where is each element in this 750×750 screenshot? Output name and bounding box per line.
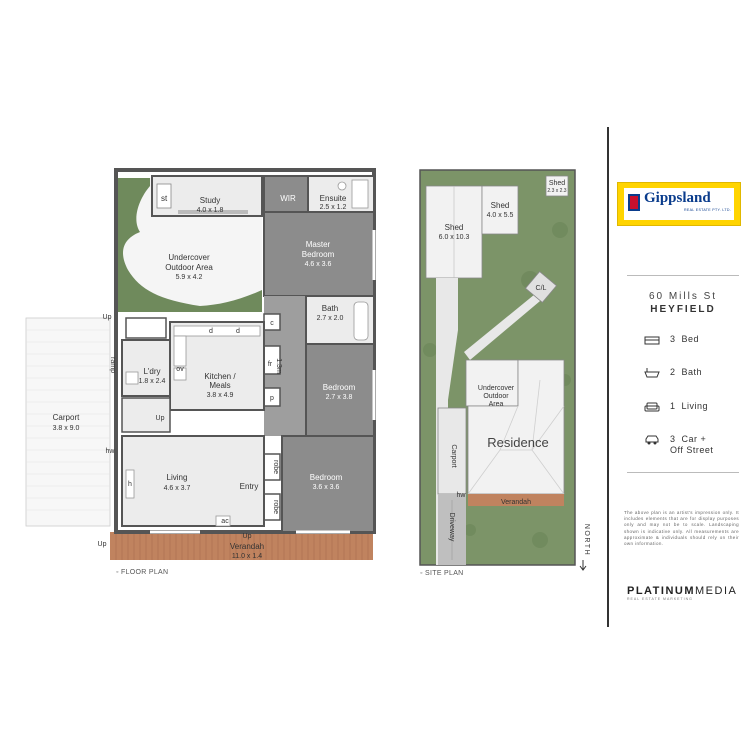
label-kitchen-2: Meals bbox=[209, 381, 230, 390]
label-undercover-2: Outdoor Area bbox=[165, 263, 213, 272]
label-entry: Entry bbox=[240, 482, 259, 491]
site-clothesline: C/L bbox=[536, 285, 547, 292]
site-undercover bbox=[465, 359, 519, 407]
label-carport-dims: 3.8 x 9.0 bbox=[53, 425, 80, 432]
label-ensuite-dims: 2.5 x 1.2 bbox=[320, 204, 347, 211]
sofa-icon bbox=[644, 402, 660, 412]
label-d1: d bbox=[209, 328, 213, 335]
site-undercover-1: Undercover bbox=[478, 385, 515, 392]
rule-top bbox=[627, 275, 739, 276]
label-study: Study bbox=[200, 196, 220, 205]
label-bedroom-3-dims: 3.6 x 3.6 bbox=[313, 484, 340, 491]
site-verandah bbox=[468, 494, 564, 506]
label-living-dims: 4.6 x 3.7 bbox=[164, 485, 191, 492]
label-verandah-dims: 11.0 x 1.4 bbox=[232, 553, 262, 560]
gippsland-sub: REAL ESTATE PTY. LTD. bbox=[684, 208, 732, 212]
label-study-st: st bbox=[161, 194, 168, 203]
site-verandah-label: Verandah bbox=[501, 499, 531, 506]
site-shed-b-dims: 4.0 x 5.5 bbox=[487, 212, 514, 219]
site-shed-small-name: Shed bbox=[549, 180, 565, 187]
platinum-media-logo: PLATINUMMEDIA bbox=[627, 585, 738, 597]
label-master-2: Bedroom bbox=[302, 250, 335, 259]
label-up-stair: Up bbox=[156, 415, 165, 422]
disclaimer: The above plan is an artist's impression… bbox=[624, 510, 739, 547]
label-up-entry: Up bbox=[243, 533, 252, 540]
north-label: NORTH bbox=[583, 524, 590, 556]
site-hw-label: hw bbox=[457, 492, 467, 499]
site-shed-b-name: Shed bbox=[491, 201, 510, 210]
site-shed-b bbox=[481, 185, 519, 235]
label-ensuite: Ensuite bbox=[320, 194, 347, 203]
label-p: p bbox=[270, 395, 274, 402]
panel-divider bbox=[607, 127, 609, 627]
label-robe-2: robe bbox=[272, 500, 279, 514]
label-hw: hw bbox=[106, 448, 116, 455]
label-living: Living bbox=[167, 473, 188, 482]
car-icon bbox=[645, 435, 659, 445]
bedroom-2 bbox=[305, 343, 375, 437]
site-shed-a-dims: 6.0 x 10.3 bbox=[439, 234, 470, 241]
wir bbox=[263, 175, 309, 213]
site-undercover-2: Outdoor bbox=[483, 393, 509, 400]
label-bath: Bath bbox=[322, 304, 338, 313]
label-carport: Carport bbox=[53, 413, 80, 422]
north-arrow-icon bbox=[579, 560, 587, 571]
label-master-dims: 4.6 x 3.6 bbox=[305, 261, 332, 268]
label-ov: ov bbox=[176, 366, 184, 373]
laundry-room bbox=[121, 339, 171, 397]
label-kitchen-dims: 3.8 x 4.9 bbox=[207, 392, 234, 399]
living-room bbox=[121, 435, 265, 527]
gippsland-logo: Gippsland REAL ESTATE PTY. LTD. bbox=[617, 182, 741, 226]
label-d2: d bbox=[236, 328, 240, 335]
garden-bed bbox=[116, 178, 262, 312]
address-street: 60 Mills St bbox=[648, 291, 718, 302]
label-up-ramp: Up bbox=[103, 314, 112, 321]
label-ramp: ramp bbox=[109, 357, 116, 373]
master-bedroom bbox=[263, 211, 375, 297]
label-h: h bbox=[128, 481, 132, 488]
bath-icon bbox=[644, 368, 660, 378]
label-bedroom-3: Bedroom bbox=[310, 473, 343, 482]
site-undercover-3: Area bbox=[489, 401, 504, 408]
label-up-verandah: Up bbox=[98, 541, 107, 548]
rule-bottom bbox=[627, 472, 739, 473]
label-verandah: Verandah bbox=[230, 542, 264, 551]
site-driveway-label: Driveway bbox=[448, 513, 455, 542]
label-kitchen-1: Kitchen / bbox=[204, 372, 236, 381]
site-shed-a-name: Shed bbox=[445, 223, 464, 232]
bed-icon bbox=[644, 336, 660, 345]
platinum-media-sub: REAL ESTATE MARKETING bbox=[627, 597, 693, 601]
site-shed-small-dims: 2.3 x 2.3 bbox=[547, 188, 566, 194]
label-master-1: Master bbox=[306, 240, 331, 249]
carport-area bbox=[25, 317, 111, 527]
site-carport-label: Carport bbox=[450, 444, 457, 467]
label-study-dims: 4.0 x 1.8 bbox=[197, 207, 224, 214]
label-bedroom-2: Bedroom bbox=[323, 383, 356, 392]
gippsland-mark-icon bbox=[628, 194, 640, 211]
bedroom-3 bbox=[281, 435, 375, 533]
label-undercover-dims: 5.9 x 4.2 bbox=[176, 274, 203, 281]
site-shed-small bbox=[545, 175, 569, 197]
gippsland-name: Gippsland bbox=[644, 190, 711, 206]
floor-plan-caption: ◦ FLOOR PLAN bbox=[116, 569, 169, 576]
verandah-deck bbox=[110, 532, 373, 560]
label-c: c bbox=[270, 320, 274, 327]
label-bath-dims: 2.7 x 2.0 bbox=[317, 315, 344, 322]
label-undercover-1: Undercover bbox=[168, 253, 210, 262]
site-plan-caption: ◦ SITE PLAN bbox=[420, 570, 464, 577]
address-suburb: HEYFIELD bbox=[650, 304, 716, 315]
label-fr: fr bbox=[268, 361, 273, 368]
study-room bbox=[151, 175, 263, 217]
label-bedroom-2-dims: 2.7 x 3.8 bbox=[326, 394, 353, 401]
label-ldry-dims: 1.8 x 2.4 bbox=[139, 378, 166, 385]
label-ldry: L'dry bbox=[143, 367, 160, 376]
label-ac: ac bbox=[221, 518, 229, 525]
label-lm: 1.3m bbox=[275, 358, 282, 374]
site-residence-label: Residence bbox=[487, 435, 548, 450]
label-robe-1: robe bbox=[272, 460, 279, 474]
label-wir: WIR bbox=[280, 194, 296, 203]
